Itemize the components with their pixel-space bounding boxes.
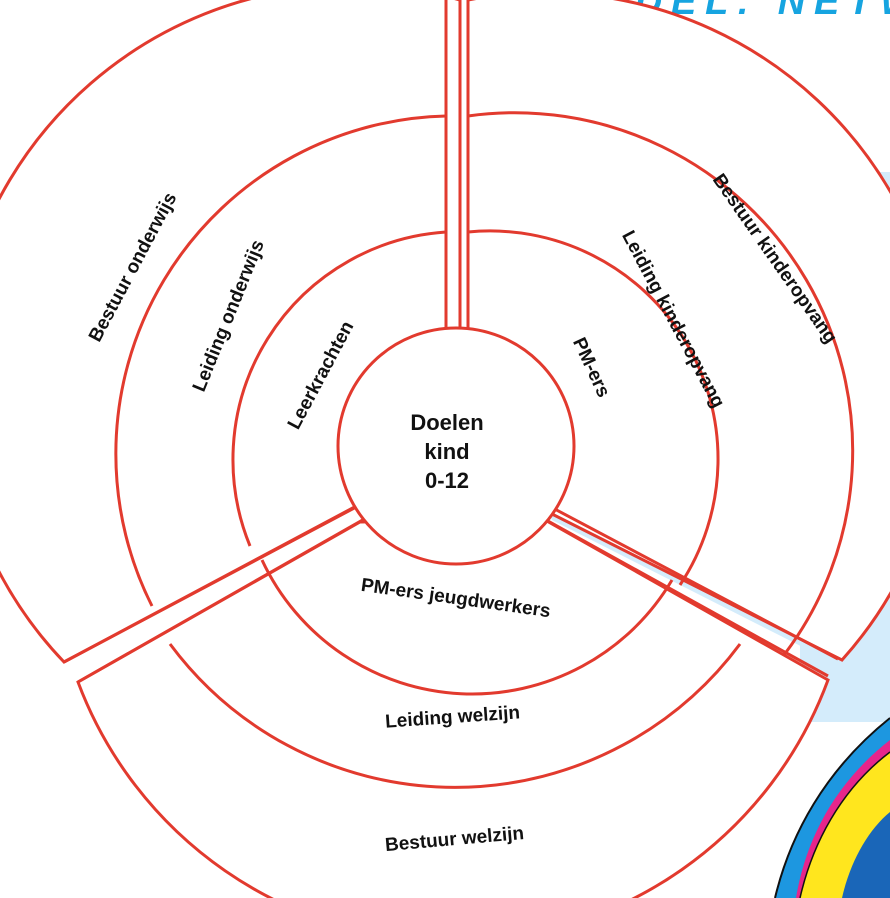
center-line-1: Doelen — [410, 410, 483, 435]
center-line-3: 0-12 — [425, 468, 469, 493]
kinderopvang-inner-ring — [467, 229, 720, 586]
onderwijs-middle-ring — [114, 114, 447, 607]
center-label: Doelen kind 0-12 — [410, 410, 483, 493]
center-circle — [336, 326, 576, 566]
umbrella-illustration — [774, 717, 890, 898]
sector-welzijn — [76, 518, 830, 898]
kinderopvang-middle-ring — [467, 111, 855, 656]
sector-onderwijs — [0, 0, 462, 664]
ring-lines — [63, 0, 855, 789]
center-line-2: kind — [424, 439, 469, 464]
welzijn-middle-ring — [168, 643, 742, 789]
welzijn-inner-ring — [260, 559, 674, 696]
onderwijs-inner-ring — [231, 230, 447, 547]
